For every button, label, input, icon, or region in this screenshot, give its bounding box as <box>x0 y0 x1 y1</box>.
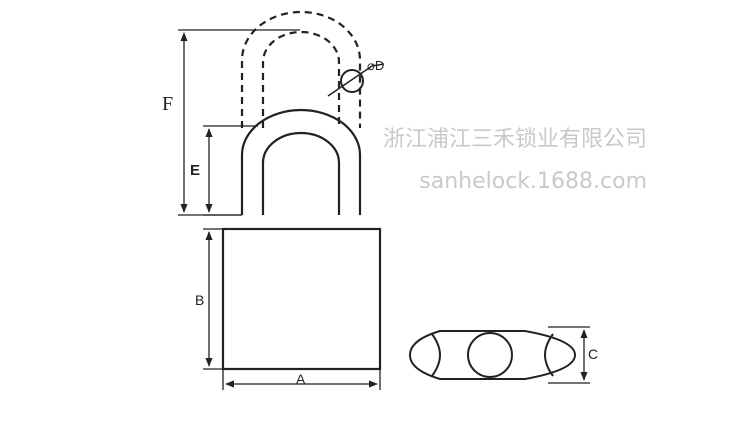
keyhole-ring <box>467 332 513 378</box>
label-e: E <box>190 162 200 179</box>
watermark-site: sanhelock.1688.com <box>419 169 647 194</box>
lock-body <box>221 227 382 371</box>
dimension-c <box>548 326 590 384</box>
dimension-f <box>178 29 300 216</box>
label-c: C <box>588 346 598 362</box>
dimension-e <box>203 125 258 216</box>
dimension-a <box>222 369 381 390</box>
label-f: F <box>162 93 173 115</box>
shackle-diameter-callout <box>327 63 385 97</box>
label-d: ⌀D <box>367 58 384 73</box>
label-a: A <box>296 371 306 387</box>
watermark-company: 浙江浦江三禾锁业有限公司 <box>383 127 647 152</box>
dimension-b <box>203 228 223 370</box>
lock-bottom-view <box>408 330 577 380</box>
open-shackle-outline <box>240 10 362 128</box>
closed-shackle <box>240 108 362 215</box>
label-b: B <box>195 292 204 308</box>
